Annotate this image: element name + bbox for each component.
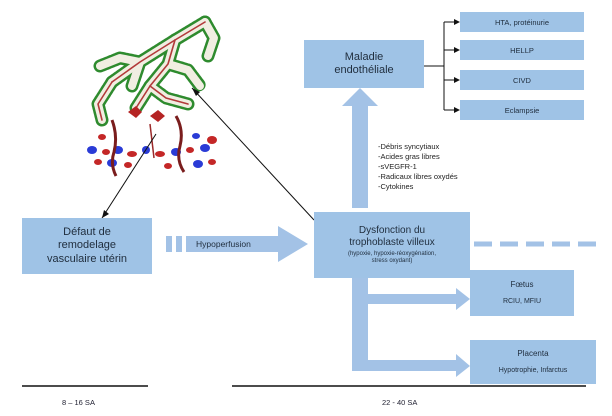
dysfonction-title-line: trophoblaste villeux <box>349 236 435 248</box>
dysfonction-title-line: Dysfonction du <box>358 224 426 236</box>
dysfonction-detail-line: stress oxydant) <box>371 258 413 264</box>
arrow-to-foetus <box>352 270 470 310</box>
foetus-detail: RCIU, MFIU <box>502 297 542 305</box>
dash-mark <box>176 236 182 252</box>
foetus-box: Fœtus RCIU, MFIU <box>470 270 574 316</box>
mediator-item: -Acides gras libres <box>378 151 440 161</box>
decidua-cells <box>87 133 217 169</box>
complication-box: CIVD <box>460 70 584 90</box>
hypoperfusion-arrow <box>186 226 308 262</box>
placenta-detail: Hypotrophie, Infarctus <box>498 366 568 374</box>
maladie-line: Maladie <box>344 50 384 63</box>
mediators-list: -Débris syncytiaux -Acides gras libres -… <box>378 142 458 192</box>
placenta-villus-illustration <box>87 15 221 177</box>
defaut-line: remodelage <box>57 239 117 252</box>
complication-label: CIVD <box>513 75 531 85</box>
complications-bracket <box>424 21 456 111</box>
connector-illustration-to-dysfonction <box>191 87 315 221</box>
complication-label: HTA, protéinurie <box>494 17 550 27</box>
mediator-item: -Débris syncytiaux <box>378 142 440 151</box>
mediator-item: -Radicaux libres oxydés <box>378 171 458 181</box>
complication-box: Eclampsie <box>460 100 584 120</box>
hypoperfusion-label: Hypoperfusion <box>196 239 251 249</box>
placenta-box: Placenta Hypotrophie, Infarctus <box>470 340 596 384</box>
defaut-line: vasculaire utérin <box>46 252 128 265</box>
timeline-late-label: 22 - 40 SA <box>382 398 418 407</box>
dysfonction-trophoblaste-box: Dysfonction du trophoblaste villeux (hyp… <box>314 212 470 278</box>
timeline-early-label: 8 – 16 SA <box>62 398 95 407</box>
connector-illustration-to-defaut <box>101 133 157 219</box>
up-arrow <box>342 88 378 208</box>
defaut-line: Défaut de <box>63 226 111 239</box>
mediator-item: -sVEGFR-1 <box>378 161 417 171</box>
dysfonction-detail-line: (hypoxie, hypoxie-réoxygénation, <box>347 250 437 257</box>
placenta-title: Placenta <box>517 349 549 358</box>
maladie-line: endothéliale <box>334 64 394 76</box>
foetus-title: Fœtus <box>510 280 534 289</box>
dash-mark <box>166 236 172 252</box>
complication-label: HELLP <box>510 45 534 55</box>
complication-box: HELLP <box>460 40 584 60</box>
arrow-to-placenta <box>352 300 470 377</box>
defaut-remodelage-box: Défaut de remodelage vasculaire utérin <box>22 218 152 274</box>
complication-label: Eclampsie <box>504 105 540 115</box>
complication-box: HTA, protéinurie <box>460 12 584 32</box>
maladie-endotheliale-box: Maladie endothéliale <box>304 40 424 88</box>
mediator-item: -Cytokines <box>378 181 414 191</box>
